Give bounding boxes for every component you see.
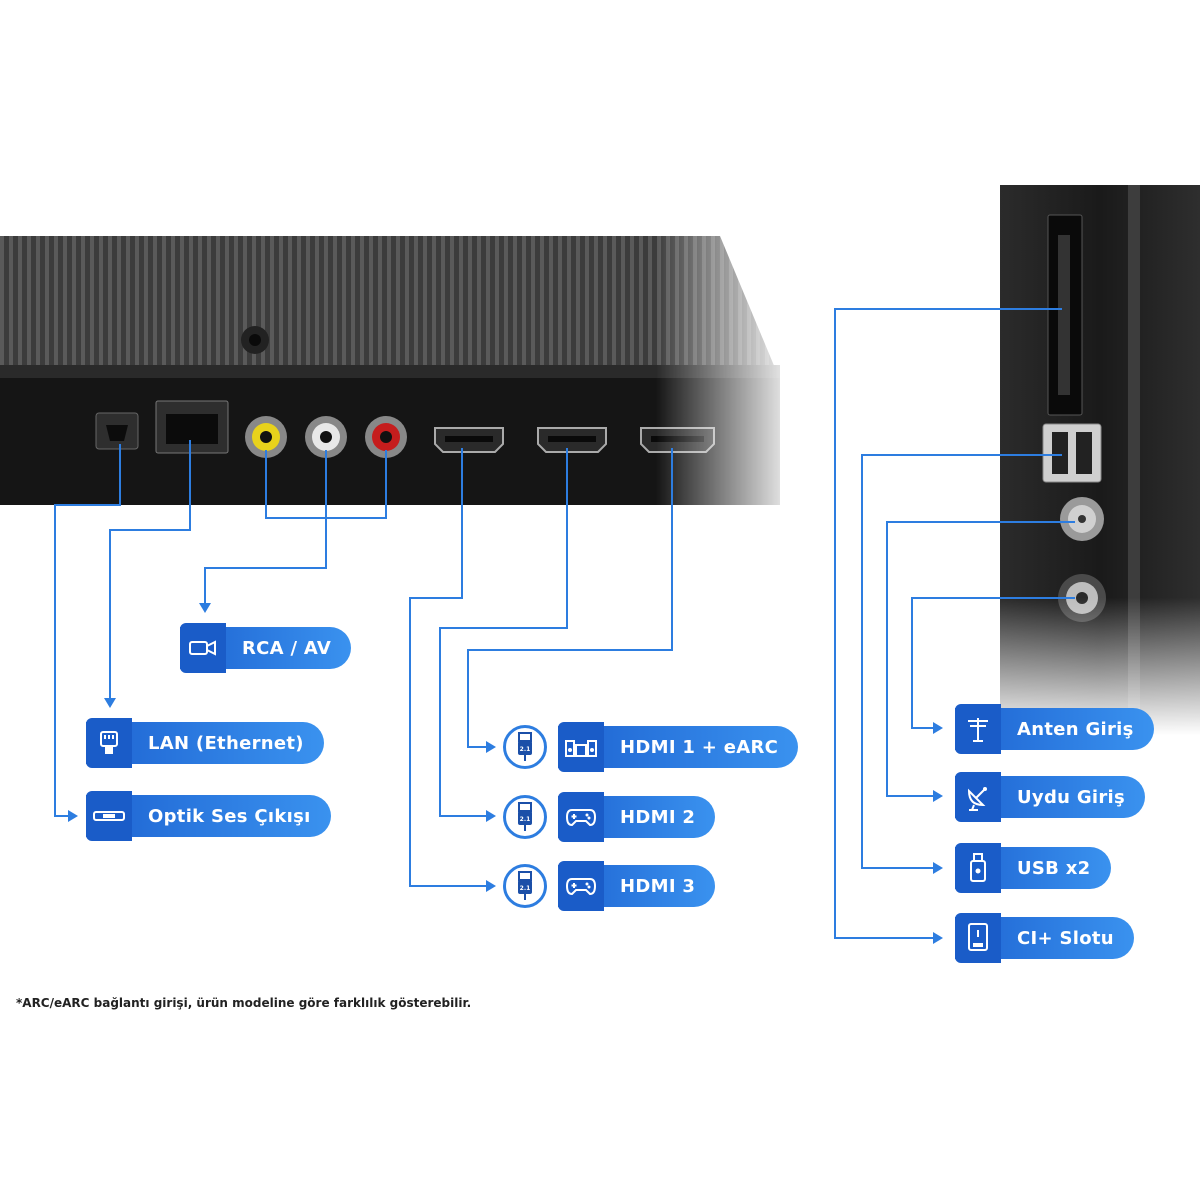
hdmi2-label: HDMI 2 — [558, 792, 716, 842]
camcorder-icon — [180, 623, 226, 673]
optical-label: Optik Ses Çıkışı — [86, 791, 331, 841]
hdmi3-text: HDMI 3 — [620, 875, 696, 897]
connector-arrows — [68, 603, 943, 944]
lan-label: LAN (Ethernet) — [86, 718, 324, 768]
usb-stick-icon — [955, 843, 1001, 893]
tv-rear-panel — [0, 230, 800, 520]
usb-text: USB x2 — [1017, 857, 1091, 879]
gamepad-icon — [558, 792, 604, 842]
speaker-system-icon — [558, 722, 604, 772]
satellite-label: Uydu Giriş — [955, 772, 1146, 822]
ethernet-plug-icon — [86, 718, 132, 768]
hdmi1-label: HDMI 1 + eARC — [558, 722, 799, 772]
gamepad-icon — [558, 861, 604, 911]
hdmi-21-badge-2: 2.1 — [503, 795, 547, 839]
ci-slot-label: CI+ Slotu — [955, 913, 1134, 963]
hdmi-21-badge-1: 2.1 — [503, 725, 547, 769]
hdmi-version-badge: 2.1 — [520, 816, 531, 823]
ci-card-icon — [955, 913, 1001, 963]
rca-av-label: RCA / AV — [180, 623, 352, 673]
tv-side-panel — [990, 185, 1200, 735]
ci-slot-text: CI+ Slotu — [1017, 927, 1114, 949]
hdmi3-label: HDMI 3 — [558, 861, 716, 911]
rca-av-text: RCA / AV — [242, 637, 332, 659]
hdmi1-text: HDMI 1 + eARC — [620, 736, 779, 758]
antenna-label: Anten Giriş — [955, 704, 1154, 754]
hdmi-21-badge-3: 2.1 — [503, 864, 547, 908]
hdmi-version-badge: 2.1 — [520, 885, 531, 892]
usb-label: USB x2 — [955, 843, 1111, 893]
hdmi2-text: HDMI 2 — [620, 806, 696, 828]
antenna-icon — [955, 704, 1001, 754]
hdmi-version-badge: 2.1 — [520, 746, 531, 753]
satellite-dish-icon — [955, 772, 1001, 822]
antenna-text: Anten Giriş — [1017, 718, 1134, 740]
footnote: *ARC/eARC bağlantı girişi, ürün modeline… — [16, 996, 472, 1010]
lan-text: LAN (Ethernet) — [148, 732, 304, 754]
satellite-text: Uydu Giriş — [1017, 786, 1126, 808]
optical-text: Optik Ses Çıkışı — [148, 805, 311, 827]
optical-cable-icon — [86, 791, 132, 841]
connector-lines — [54, 308, 1075, 939]
